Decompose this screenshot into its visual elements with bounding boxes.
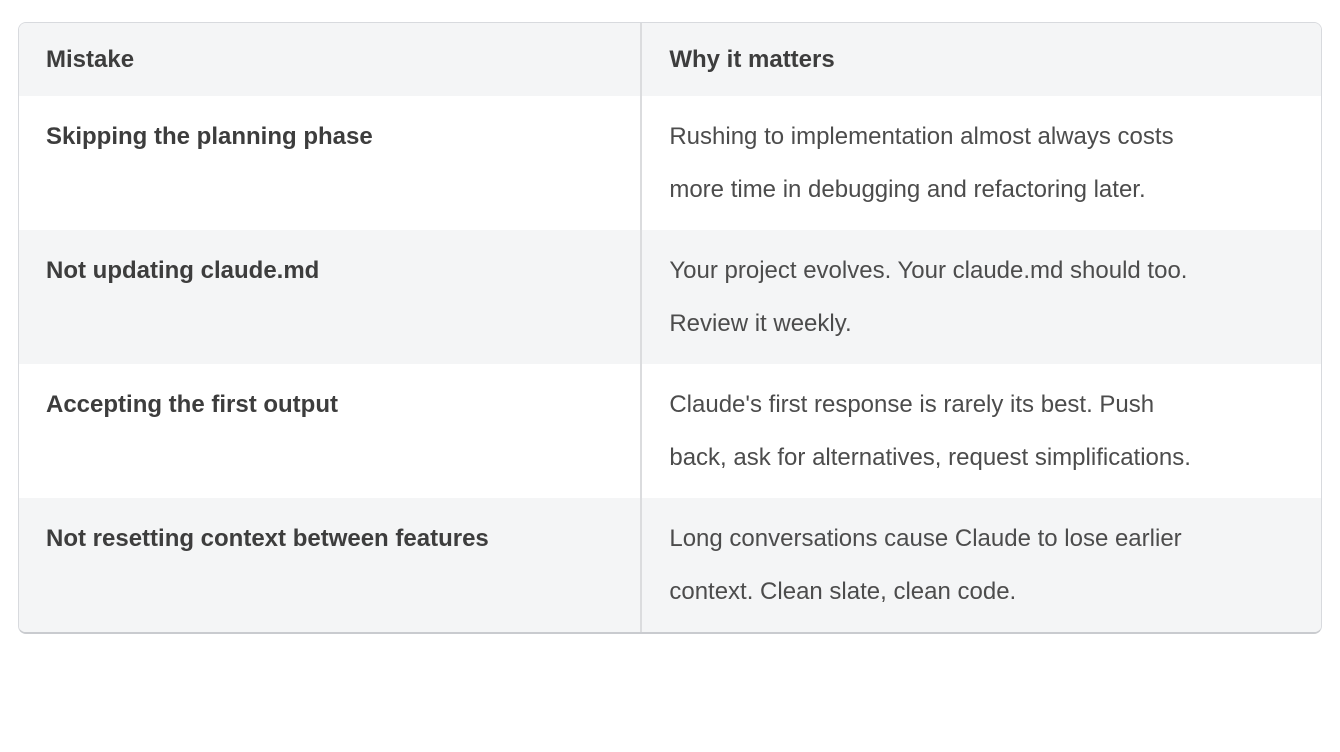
mistakes-table: Mistake Why it matters Skipping the plan… (19, 23, 1321, 632)
why-cell: Claude's first response is rarely its be… (640, 364, 1321, 498)
mistakes-table-container: Mistake Why it matters Skipping the plan… (18, 22, 1322, 634)
table-row: Not updating claude.md Your project evol… (19, 230, 1321, 364)
table-row: Skipping the planning phase Rushing to i… (19, 96, 1321, 230)
why-cell: Long conversations cause Claude to lose … (640, 498, 1321, 632)
why-text: Rushing to implementation almost always … (669, 123, 1174, 203)
mistake-label: Not resetting context between features (46, 525, 489, 552)
mistake-cell: Accepting the first output (19, 364, 641, 498)
why-cell: Your project evolves. Your claude.md sho… (640, 230, 1321, 364)
mistake-label: Not updating claude.md (46, 257, 320, 284)
table-row: Not resetting context between features L… (19, 498, 1321, 632)
mistake-cell: Not updating claude.md (19, 230, 641, 364)
why-text: Your project evolves. Your claude.md sho… (669, 257, 1188, 337)
mistake-label: Skipping the planning phase (46, 123, 373, 150)
column-header-why: Why it matters (640, 23, 1321, 96)
column-header-why-label: Why it matters (669, 46, 835, 73)
table-row: Accepting the first output Claude's firs… (19, 364, 1321, 498)
why-text: Claude's first response is rarely its be… (669, 391, 1191, 471)
table-header-row: Mistake Why it matters (19, 23, 1321, 96)
why-text: Long conversations cause Claude to lose … (669, 525, 1182, 605)
why-cell: Rushing to implementation almost always … (640, 96, 1321, 230)
column-header-mistake-label: Mistake (46, 46, 135, 73)
mistake-label: Accepting the first output (46, 391, 338, 418)
mistake-cell: Skipping the planning phase (19, 96, 641, 230)
mistake-cell: Not resetting context between features (19, 498, 641, 632)
column-header-mistake: Mistake (19, 23, 642, 96)
